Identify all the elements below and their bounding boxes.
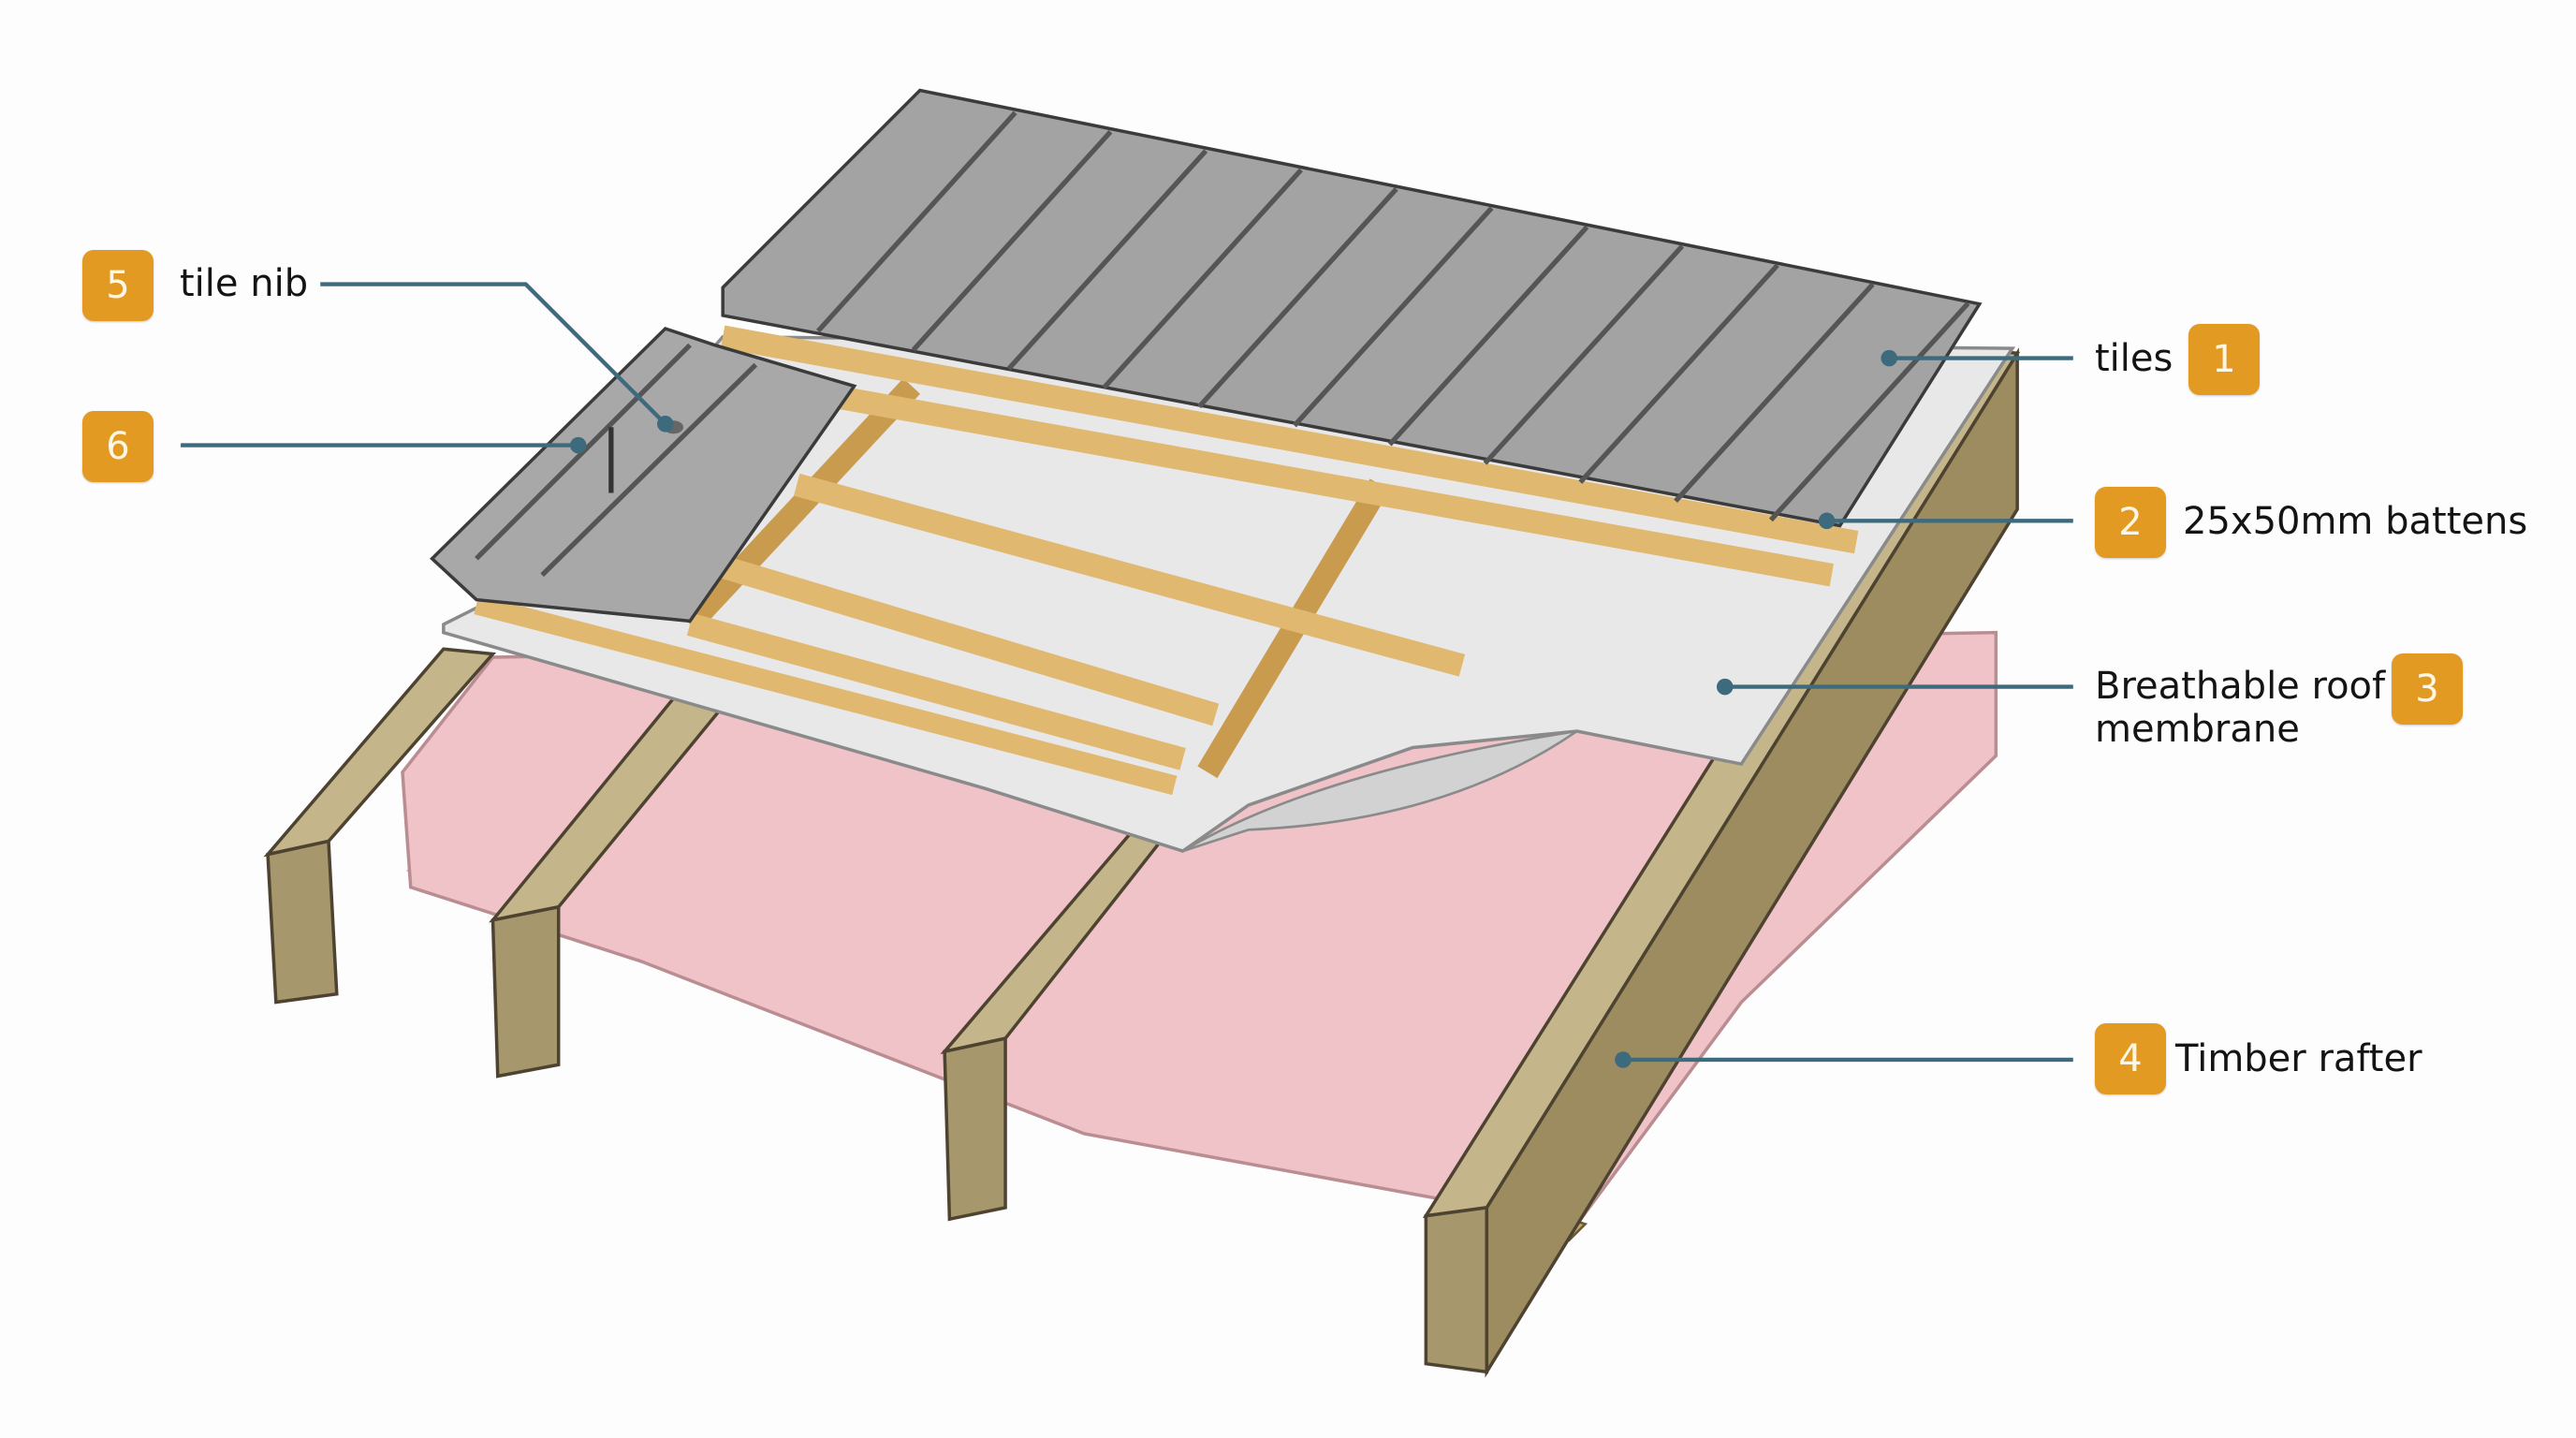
- callout-badge-2: 2: [2095, 487, 2166, 558]
- tile-rib: [1387, 225, 1589, 447]
- leader-lines: [181, 282, 2073, 1063]
- callout-label-tile-nib: tile nib: [180, 262, 309, 305]
- callout-label-membrane: Breathable roof: [2095, 665, 2386, 708]
- tile-ribs: [816, 110, 1970, 522]
- callout-badge-4: 4: [2095, 1023, 2166, 1094]
- callout-label-membrane-line2: membrane: [2095, 708, 2300, 751]
- callout-label-rafter: Timber rafter: [2175, 1037, 2422, 1080]
- tile-rib: [1768, 301, 1970, 522]
- tile-rib: [1102, 168, 1303, 389]
- battens: [474, 325, 1859, 796]
- tiles: [721, 88, 1983, 528]
- callout-badge-5: 5: [82, 250, 154, 321]
- tile-rib: [1578, 263, 1779, 484]
- tile-rib: [1674, 282, 1875, 504]
- tile-rib: [1006, 149, 1208, 371]
- leader-dots: [569, 349, 1898, 1068]
- tile-rib: [1483, 244, 1685, 465]
- tile-rib: [1292, 206, 1494, 428]
- tile-rib: [816, 110, 1017, 333]
- callout-label-battens: 25x50mm battens: [2183, 500, 2528, 543]
- callout-badge-1: 1: [2188, 324, 2260, 395]
- callout-badge-3: 3: [2392, 653, 2463, 725]
- membrane-curl: [1181, 729, 1578, 853]
- callout-label-tiles: tiles: [2095, 337, 2174, 380]
- tile-rib: [1197, 187, 1398, 409]
- tile-rib: [911, 129, 1113, 352]
- callout-badge-6: 6: [82, 411, 154, 482]
